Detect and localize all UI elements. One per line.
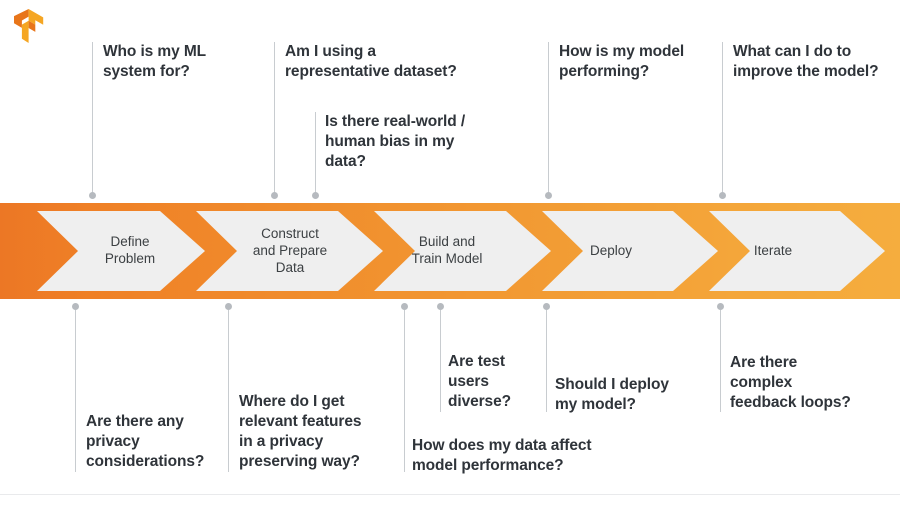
callout-who-is-my-ml-system-for: Who is my ML system for? (103, 43, 206, 80)
connector-dot-are-there-complex-feedback-loops (717, 303, 724, 310)
connector-dot-are-test-users-diverse (437, 303, 444, 310)
connector-line-what-can-i-do-to-improve-the-model (722, 42, 723, 194)
connector-dot-what-can-i-do-to-improve-the-model (719, 192, 726, 199)
callout-how-does-my-data-affect-model-performance: How does my data affect model performanc… (412, 437, 592, 474)
chevron-deploy (542, 211, 718, 291)
chevron-build-train-model (374, 211, 551, 291)
footer-divider (0, 494, 900, 495)
connector-line-are-there-any-privacy-considerations (75, 310, 76, 472)
connector-line-am-i-using-a-representative-dataset (274, 42, 275, 194)
callout-what-can-i-do-to-improve-the-model: What can I do to improve the model? (733, 43, 879, 80)
callout-are-there-complex-feedback-loops: Are there complex feedback loops? (730, 354, 851, 411)
connector-line-who-is-my-ml-system-for (92, 42, 93, 194)
connector-dot-how-does-my-data-affect-model-performance (401, 303, 408, 310)
connector-line-should-i-deploy-my-model (546, 310, 547, 412)
connector-line-are-test-users-diverse (440, 310, 441, 412)
callout-are-test-users-diverse: Are test users diverse? (448, 353, 511, 410)
step-label-iterate: Iterate (753, 243, 793, 258)
lifecycle-chevrons (0, 203, 900, 299)
chevron-iterate (709, 211, 885, 291)
connector-dot-where-do-i-get-relevant-features (225, 303, 232, 310)
connector-line-where-do-i-get-relevant-features (228, 310, 229, 472)
callout-are-there-any-privacy-considerations: Are there any privacy considerations? (86, 413, 205, 470)
step-label-define-problem: Define Problem (104, 234, 156, 266)
connector-dot-how-is-my-model-performing (545, 192, 552, 199)
connector-dot-should-i-deploy-my-model (543, 303, 550, 310)
callout-is-there-real-world-human-bias: Is there real-world / human bias in my d… (325, 113, 466, 170)
callout-should-i-deploy-my-model: Should I deploy my model? (555, 376, 669, 413)
step-label-construct-prepare-data: Construct and Prepare Data (252, 226, 328, 275)
connector-line-are-there-complex-feedback-loops (720, 310, 721, 412)
callout-where-do-i-get-relevant-features: Where do I get relevant features in a pr… (239, 393, 362, 470)
tensorflow-logo (14, 9, 44, 43)
callout-am-i-using-a-representative-dataset: Am I using a representative dataset? (285, 43, 457, 80)
chevron-define-problem (37, 211, 205, 291)
connector-line-how-does-my-data-affect-model-performance (404, 310, 405, 472)
connector-dot-are-there-any-privacy-considerations (72, 303, 79, 310)
connector-dot-is-there-real-world-human-bias (312, 192, 319, 199)
connector-line-is-there-real-world-human-bias (315, 112, 316, 194)
connector-dot-who-is-my-ml-system-for (89, 192, 96, 199)
step-label-deploy: Deploy (589, 243, 633, 258)
step-label-build-train-model: Build and Train Model (411, 234, 483, 266)
callout-how-is-my-model-performing: How is my model performing? (559, 43, 685, 80)
chevron-construct-prepare-data (196, 211, 383, 291)
connector-dot-am-i-using-a-representative-dataset (271, 192, 278, 199)
connector-line-how-is-my-model-performing (548, 42, 549, 194)
